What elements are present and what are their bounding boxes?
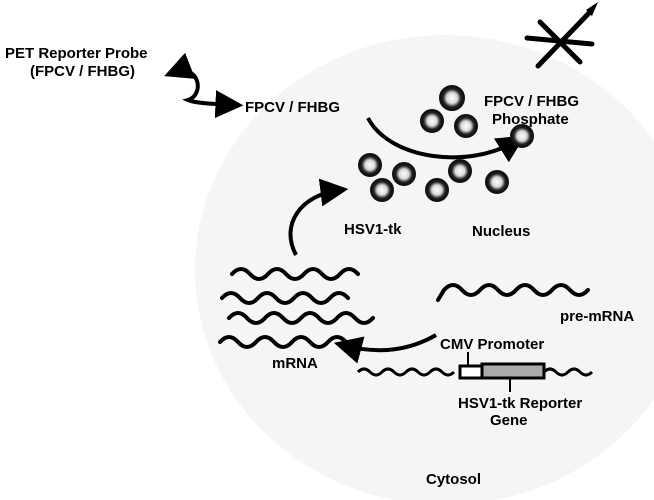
bead-icon <box>511 125 533 147</box>
promoter-box <box>460 366 482 378</box>
gene-label-line2: Gene <box>490 412 528 429</box>
gene-label-line1: HSV1-tk Reporter <box>458 395 582 412</box>
bead-icon <box>393 163 415 185</box>
bead-icon <box>449 160 471 182</box>
cytosol-label: Cytosol <box>426 471 481 488</box>
enzyme-label: HSV1-tk <box>344 221 402 238</box>
gene-box <box>482 364 544 378</box>
probe-label-line1: PET Reporter Probe <box>5 45 148 62</box>
mrna-label: mRNA <box>272 355 318 372</box>
bead-icon <box>455 115 477 137</box>
bead-icon <box>440 86 464 110</box>
pre-mrna-label: pre-mRNA <box>560 308 634 325</box>
probe-uptake-arrow <box>172 71 235 105</box>
bead-icon <box>486 171 508 193</box>
nucleus-label: Nucleus <box>472 223 530 240</box>
bead-icon <box>371 179 393 201</box>
promoter-label: CMV Promoter <box>440 336 544 353</box>
bead-icon <box>426 179 448 201</box>
bead-icon <box>359 154 381 176</box>
substrate-label: FPCV / FHBG <box>245 99 340 116</box>
probe-label-line2: (FPCV / FHBG) <box>30 63 135 80</box>
phosphate-label-line1: FPCV / FHBG <box>484 93 579 110</box>
phosphate-label-line2: Phosphate <box>492 111 569 128</box>
bead-icon <box>421 110 443 132</box>
